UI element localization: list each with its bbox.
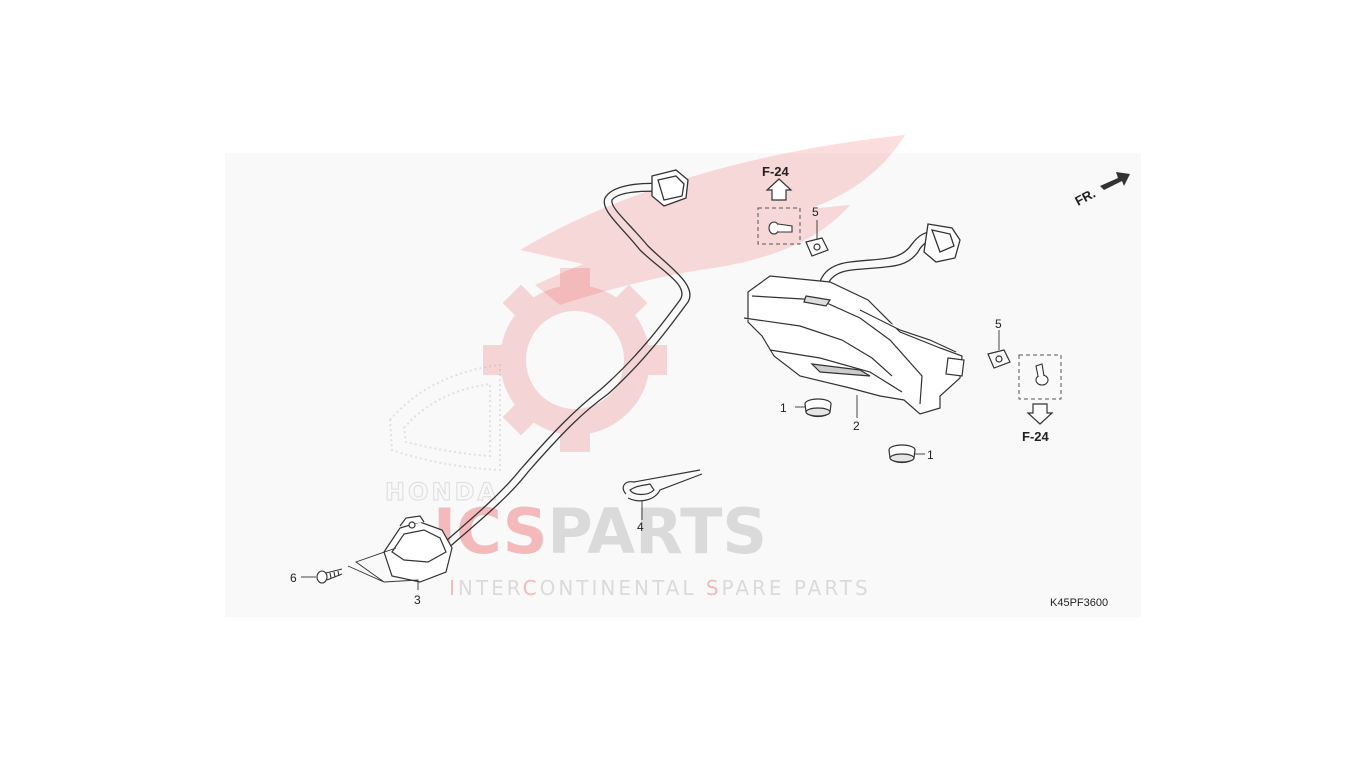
ref-arrow-down	[1026, 403, 1054, 425]
honda-logo-watermark: HONDA	[384, 363, 501, 507]
bolt-box-right	[1018, 354, 1062, 400]
lamp-unit-wire	[818, 223, 961, 303]
callout-3: 3	[414, 593, 421, 607]
gear-watermark	[483, 268, 667, 452]
brand-watermark: ICSPARTS INTERCONTINENTAL SPARE PARTS	[433, 495, 871, 600]
callout-1-left: 1	[780, 401, 787, 415]
front-direction-arrow	[1100, 172, 1130, 190]
diagram-canvas	[225, 153, 1141, 617]
lamp-unit	[743, 275, 965, 415]
clip-nut-right	[987, 349, 1011, 369]
cable-tie	[622, 469, 703, 502]
callout-4: 4	[637, 520, 644, 534]
license-lamp	[383, 515, 453, 583]
reference-top: F-24	[762, 164, 790, 179]
callout-6: 6	[290, 571, 297, 585]
brand-gray: PARTS	[547, 495, 767, 568]
ref-arrow-up	[765, 178, 793, 201]
brand-red: ICS	[433, 495, 547, 568]
diagram-code: K45PF3600	[1050, 597, 1108, 609]
svg-text:ICSPARTS: ICSPARTS	[433, 495, 767, 568]
front-marker: FR.	[1072, 186, 1098, 209]
grommet-left	[804, 398, 832, 418]
callout-2: 2	[853, 419, 860, 433]
callout-1-right: 1	[927, 448, 934, 462]
callout-5-right: 5	[995, 317, 1002, 331]
license-lamp-harness	[437, 169, 691, 551]
reference-right: F-24	[1022, 429, 1050, 444]
brand-tagline: INTERCONTINENTAL SPARE PARTS	[449, 576, 871, 600]
honda-logo-text: HONDA	[385, 478, 499, 506]
leader-lines	[301, 220, 1000, 590]
callout-5-top: 5	[812, 205, 819, 219]
clip-nut-top	[805, 237, 829, 257]
grommet-right	[888, 444, 916, 464]
bolt-box-top	[757, 207, 801, 245]
screw-6	[316, 568, 343, 584]
